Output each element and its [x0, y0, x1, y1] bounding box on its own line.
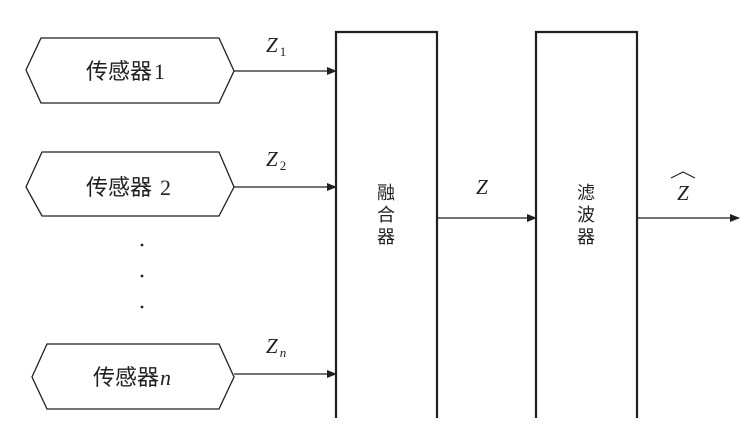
hat-accent-icon: [670, 171, 696, 179]
filter-label-char-1: 滤: [577, 183, 595, 204]
ellipsis-dot: [140, 305, 144, 309]
signal-zhat-label: Z: [670, 171, 696, 205]
filter-label-char-2: 波: [577, 205, 595, 226]
sensor-ellipsis: [140, 243, 144, 309]
fusion-label-char-3: 器: [377, 227, 395, 248]
signal-z-label: Z: [476, 175, 488, 199]
filter-block-outline: [534, 30, 639, 418]
filter-block: 滤 波 器: [534, 30, 639, 418]
filter-label-char-3: 器: [577, 227, 595, 248]
fusion-label-char-1: 融: [377, 183, 395, 204]
fusion-block-outline: [334, 30, 439, 418]
sensor-n-label: 传感器n: [93, 365, 171, 391]
sensor-n-hexagon: [31, 343, 235, 410]
sensor-1-label: 传感器1: [86, 59, 165, 85]
ellipsis-dot: [140, 243, 144, 247]
fusion-block: 融 合 器: [334, 30, 439, 418]
sensor-n-node: 传感器n: [31, 343, 235, 410]
sensor-1-node: 传感器1: [25, 37, 235, 104]
signal-zhat-text: Z: [677, 181, 689, 205]
ellipsis-dot: [140, 274, 144, 278]
fusion-label-char-2: 合: [377, 205, 395, 226]
